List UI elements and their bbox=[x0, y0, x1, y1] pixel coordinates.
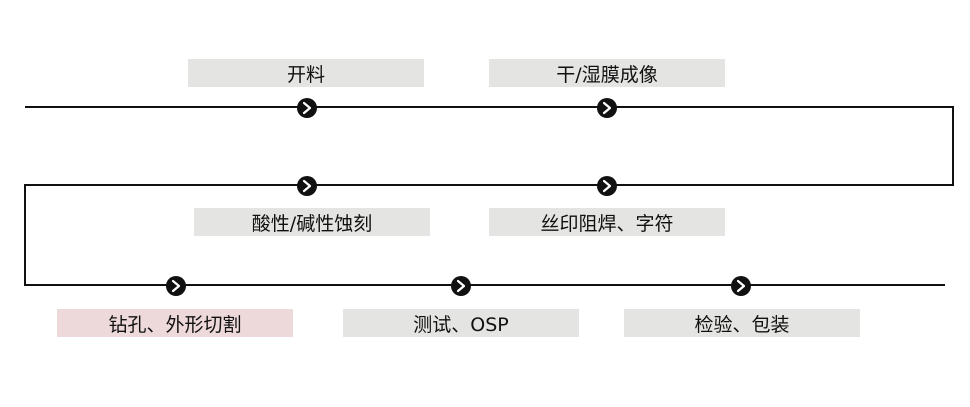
flow-node-icon bbox=[166, 276, 186, 296]
step-label-cutting: 开料 bbox=[188, 59, 424, 87]
flow-node-icon bbox=[731, 276, 751, 296]
step-label-film-imaging: 干/湿膜成像 bbox=[489, 59, 725, 87]
flow-node-icon bbox=[597, 176, 617, 196]
step-label-drilling-cutting: 钻孔、外形切割 bbox=[57, 309, 293, 337]
step-label-solder-mask-printing: 丝印阻焊、字符 bbox=[489, 208, 725, 236]
step-label-test-osp: 测试、OSP bbox=[343, 309, 579, 337]
flow-node-icon bbox=[451, 276, 471, 296]
flow-node-icon bbox=[297, 176, 317, 196]
flow-node-icon bbox=[297, 98, 317, 118]
flow-node-icon bbox=[597, 98, 617, 118]
step-label-inspection-packing: 检验、包装 bbox=[624, 309, 860, 337]
step-label-etching: 酸性/碱性蚀刻 bbox=[194, 208, 430, 236]
flow-path-line bbox=[24, 106, 954, 286]
